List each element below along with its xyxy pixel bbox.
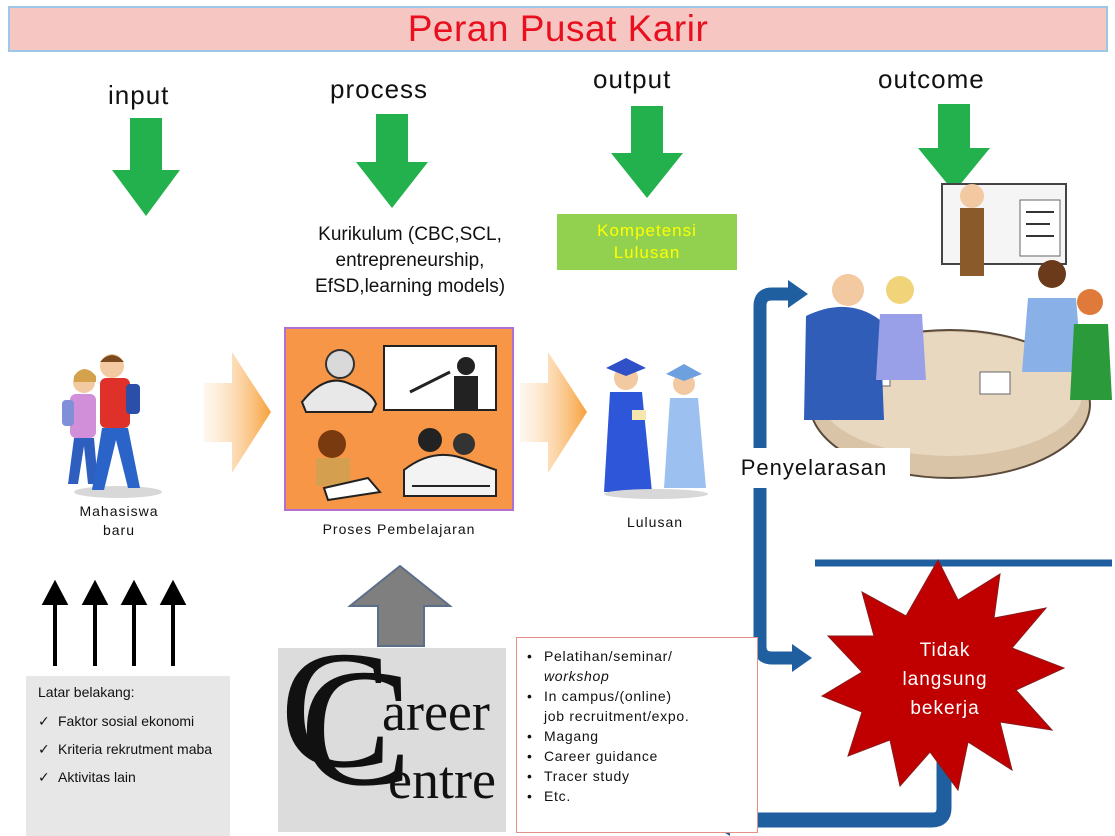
output-box: Kompetensi Lulusan — [557, 214, 737, 270]
star-line-3: bekerja — [910, 698, 980, 719]
activity-line: In campus/(online) — [544, 688, 672, 704]
red-star-burst — [820, 558, 1066, 792]
logo-word-centre: entre — [388, 750, 496, 810]
career-activities-box: Pelatihan/seminar/ workshop In campus/(o… — [516, 637, 758, 833]
process-description: Kurikulum (CBC,SCL, entrepreneurship, Ef… — [290, 222, 530, 300]
blue-arrow-return — [726, 752, 952, 828]
background-factors-box: Latar belakang: Faktor sosial ekonomi Kr… — [26, 676, 230, 836]
stage-output-label: output — [593, 64, 672, 94]
activity-item: Magang — [527, 726, 755, 746]
background-item: Faktor sosial ekonomi — [38, 712, 198, 731]
green-arrow-outcome — [918, 104, 990, 192]
orange-arrow-2 — [520, 352, 587, 473]
process-line-3: EfSD,learning models) — [314, 276, 506, 297]
star-line-2: langsung — [902, 669, 988, 690]
activity-item: In campus/(online) job recruitment/expo. — [527, 686, 755, 726]
logo-initial-c1: C — [280, 617, 393, 803]
stage-input-label: input — [108, 80, 170, 110]
background-item: Kriteria rekrutment maba — [38, 740, 218, 759]
orange-arrow-1 — [204, 352, 271, 473]
label-graduates: Lulusan — [626, 514, 684, 530]
career-centre-logo: C C areer entre — [278, 626, 506, 832]
green-arrow-output — [611, 106, 683, 198]
blue-arrow-upper — [753, 287, 790, 560]
not-directly-employed-label: Tidak langsung bekerja — [870, 636, 1020, 723]
activity-item: Career guidance — [527, 746, 755, 766]
blue-arrow-lower — [753, 560, 794, 665]
process-line-1: Kurikulum (CBC,SCL, — [318, 224, 502, 245]
star-line-1: Tidak — [919, 640, 971, 661]
stage-outcome-label: outcome — [878, 64, 985, 94]
label-new-students: Mahasiswa baru — [54, 502, 184, 540]
green-arrow-input — [112, 118, 180, 216]
background-heading: Latar belakang: — [38, 684, 135, 700]
background-list: Faktor sosial ekonomi Kriteria rekrutmen… — [38, 712, 228, 796]
page-title: Peran Pusat Karir — [407, 8, 709, 49]
activity-line: job recruitment/expo. — [544, 708, 690, 724]
process-line-2: entrepreneurship, — [335, 250, 485, 271]
title-banner: Peran Pusat Karir — [8, 6, 1108, 52]
stage-process-label: process — [330, 74, 429, 104]
students-illustration — [62, 354, 162, 498]
meeting-illustration — [804, 183, 1112, 479]
logo-word-career: areer — [382, 682, 490, 742]
learning-illustrations — [300, 345, 497, 502]
graduates-illustration — [604, 358, 708, 499]
grey-arrow-up — [347, 564, 453, 647]
activity-line: Pelatihan/seminar/ — [544, 648, 673, 664]
output-box-line-1: Kompetensi — [597, 221, 697, 240]
label-learning-process: Proses Pembelajaran — [322, 521, 476, 537]
label-new-students-line-1: Mahasiswa — [79, 503, 159, 519]
activity-line: workshop — [544, 668, 610, 684]
activities-list: Pelatihan/seminar/ workshop In campus/(o… — [527, 646, 755, 806]
alignment-label: Penyelarasan — [718, 448, 910, 488]
logo-initial-c2: C — [300, 635, 413, 821]
label-new-students-line-2: baru — [102, 522, 136, 538]
background-item: Aktivitas lain — [38, 768, 228, 787]
green-arrow-process — [356, 114, 428, 208]
activity-item: Etc. — [527, 786, 755, 806]
output-box-line-2: Lulusan — [613, 243, 681, 262]
activity-item: Tracer study — [527, 766, 755, 786]
activity-item: Pelatihan/seminar/ workshop — [527, 646, 755, 686]
